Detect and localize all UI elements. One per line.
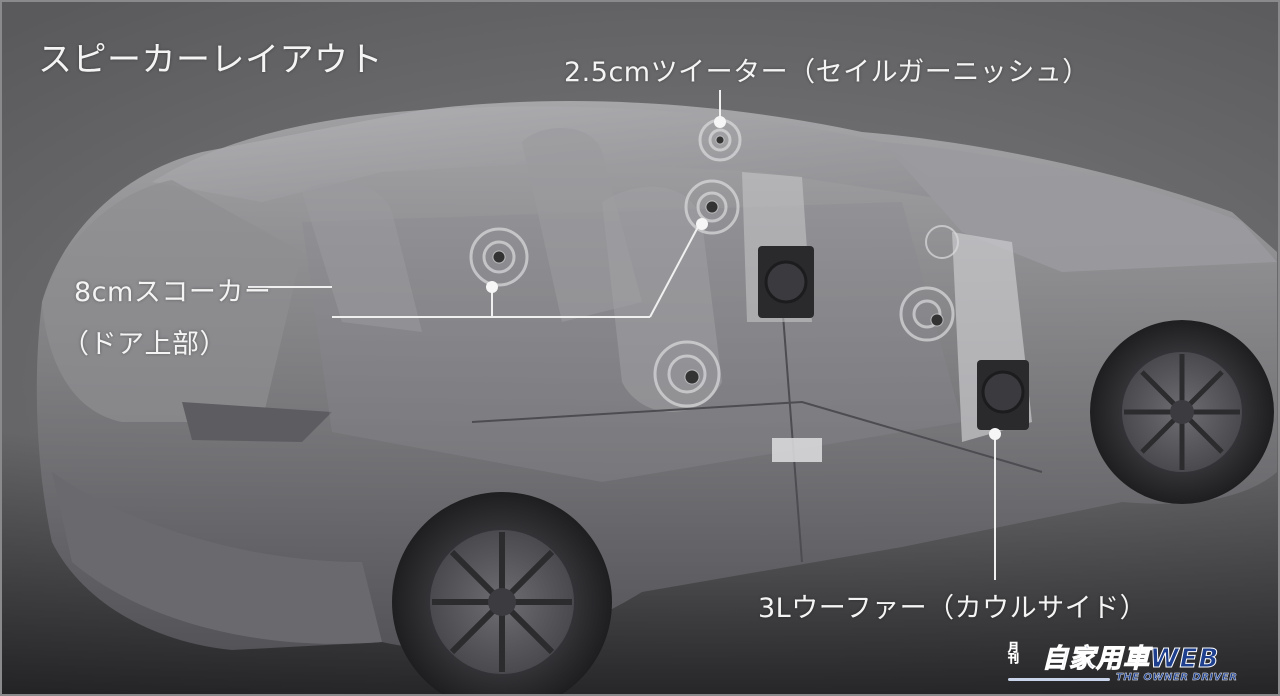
logo-underline <box>1008 678 1110 681</box>
woofer-label: 3Lウーファー（カウルサイド） <box>758 593 1148 624</box>
page-title: スピーカーレイアウト <box>38 40 383 80</box>
speaker-icon <box>469 118 959 408</box>
logo-wordmark: 自家用車WEB <box>1041 644 1220 675</box>
squawker-location-label: （ドア上部） <box>62 329 227 360</box>
squawker-label: 8cmスコーカー <box>74 277 272 308</box>
logo-tagline: THE OWNER DRIVER <box>1116 672 1238 683</box>
leader-lines <box>248 90 996 580</box>
logo-monthly-mark: 月刊 <box>1008 641 1020 665</box>
publisher-logo: 月刊 自家用車WEB THE OWNER DRIVER <box>1002 638 1258 692</box>
tweeter-label: 2.5cmツイーター（セイルガーニッシュ） <box>564 57 1090 88</box>
marker-dot <box>486 116 1001 440</box>
